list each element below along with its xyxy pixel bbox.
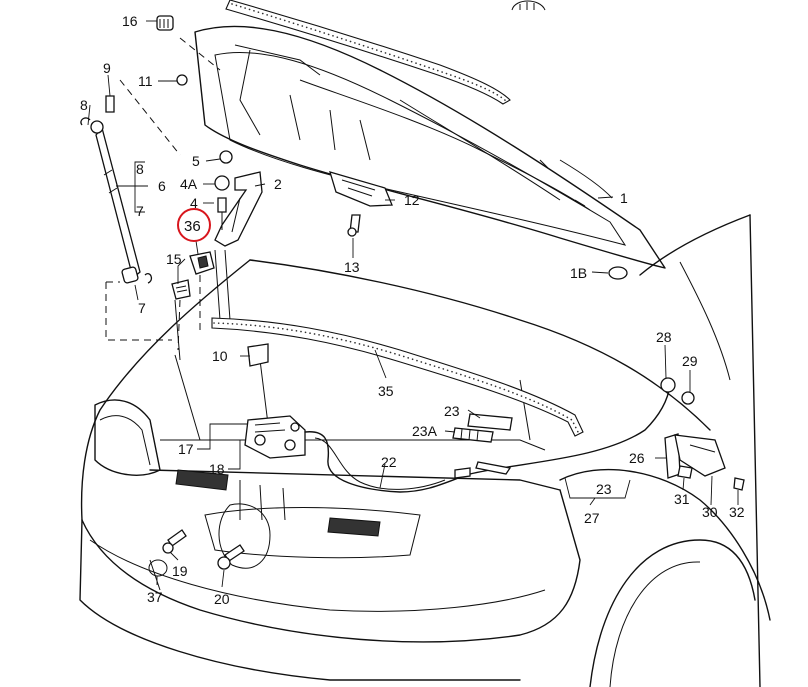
buffer-15 (171, 279, 191, 300)
callout-7-upper: 7 (136, 203, 144, 219)
highlight-ring (177, 208, 211, 242)
callout-36: 36 (184, 218, 201, 235)
callout-11: 11 (138, 73, 153, 89)
callout-27: 27 (584, 510, 600, 526)
callout-37: 37 (147, 589, 163, 605)
callout-4A: 4A (180, 176, 198, 192)
assembly-dash-lines (105, 37, 221, 351)
hinge-bracket-36 (189, 251, 215, 275)
hood-hinge (214, 150, 263, 247)
callout-29: 29 (682, 353, 698, 369)
callout-10: 10 (212, 348, 228, 364)
callout-13: 13 (344, 259, 360, 275)
nut-11 (176, 74, 188, 86)
callout-7-lower: 7 (138, 300, 146, 316)
washer-1B (608, 266, 628, 280)
callout-6: 6 (158, 178, 166, 194)
callout-26: 26 (629, 450, 645, 466)
callout-8-mid: 8 (136, 161, 144, 177)
bolt-20 (217, 544, 245, 570)
callout-2: 2 (274, 176, 282, 192)
callout-31: 31 (674, 491, 690, 507)
callout-9: 9 (103, 60, 111, 76)
release-handle (660, 377, 745, 491)
callout-23A: 23A (412, 423, 438, 439)
callout-35: 35 (378, 383, 394, 399)
callout-28: 28 (656, 329, 672, 345)
callout-23-top: 23 (444, 403, 460, 419)
callout-23-bottom: 23 (596, 481, 612, 497)
callout-8-top: 8 (80, 97, 88, 113)
callout-30: 30 (702, 504, 718, 520)
clip-23 (467, 413, 513, 431)
callout-18: 18 (209, 461, 225, 477)
callout-1: 1 (620, 190, 628, 206)
release-cable-22 (304, 384, 671, 493)
callout-12: 12 (404, 192, 420, 208)
callout-5: 5 (192, 153, 200, 169)
hood-panel (194, 0, 666, 269)
bump-stop-16 (156, 15, 174, 31)
hood-latch (244, 415, 306, 459)
callout-4: 4 (190, 195, 198, 211)
leader-lines (87, 20, 739, 588)
callout-1B: 1B (570, 265, 587, 281)
gas-strut (80, 95, 153, 284)
striker-12 (329, 171, 393, 207)
callout-15: 15 (166, 251, 182, 267)
callout-16: 16 (122, 13, 138, 29)
clip-10 (247, 343, 269, 367)
callout-22: 22 (381, 454, 397, 470)
clip-23A (452, 427, 494, 443)
hood-badge (511, 0, 546, 11)
bolt-13 (347, 214, 361, 237)
seal-strip-35 (211, 317, 584, 437)
callout-labels: 16 11 9 8 5 4A 4 2 8 6 7 36 15 7 12 13 1… (80, 13, 745, 607)
callout-19: 19 (172, 563, 188, 579)
callout-17: 17 (178, 441, 194, 457)
bolt-19 (162, 529, 187, 554)
callout-32: 32 (729, 504, 745, 520)
callout-20: 20 (214, 591, 230, 607)
